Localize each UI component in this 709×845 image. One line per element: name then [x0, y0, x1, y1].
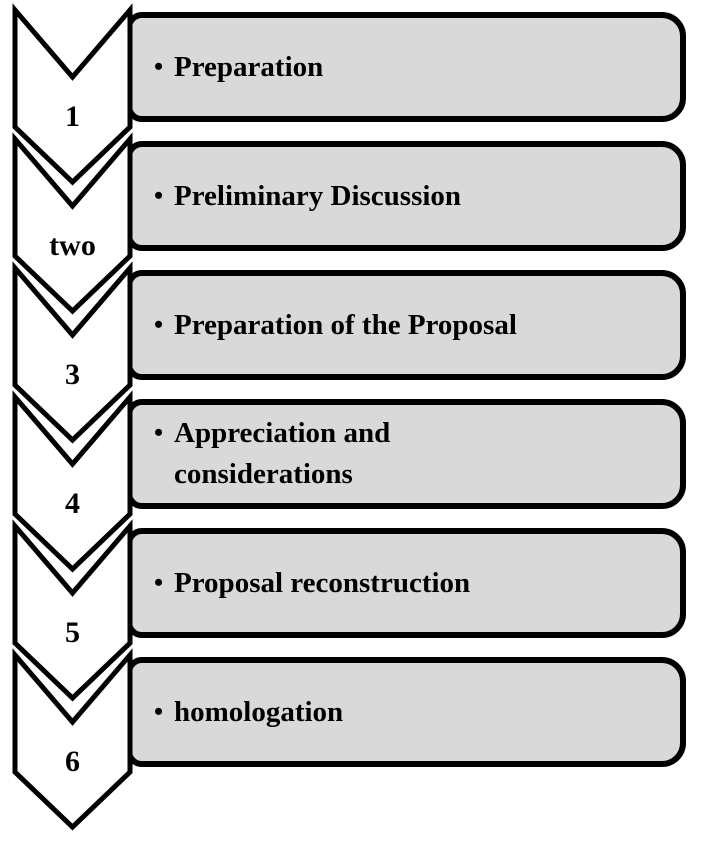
- chevron-arrow-shape: [12, 390, 133, 573]
- chevron-arrow-shape: [12, 132, 133, 315]
- step-number: 4: [65, 487, 80, 520]
- step-label: Preparation of the Proposal: [174, 308, 517, 341]
- step-box-appreciation-considerations: • Appreciation and considerations: [126, 399, 686, 509]
- step-label: homologation: [174, 695, 344, 728]
- step-box-preliminary-discussion: • Preliminary Discussion: [126, 141, 686, 251]
- step-number: 5: [65, 616, 80, 649]
- step-label: Preliminary Discussion: [174, 179, 462, 212]
- chevron-arrow-shape: [12, 3, 133, 186]
- step-box-proposal-reconstruction: • Proposal reconstruction: [126, 528, 686, 638]
- step-label: Appreciation and considerations: [174, 417, 391, 490]
- step-chevron-5: 5: [12, 519, 133, 702]
- step-number: 3: [65, 358, 80, 391]
- bullet-icon: •: [154, 180, 164, 210]
- step-box-homologation: • homologation: [126, 657, 686, 767]
- step-chevron-1: 1: [12, 3, 133, 186]
- step-box-preparation-of-proposal: • Preparation of the Proposal: [126, 270, 686, 380]
- step-chevron-4: 4: [12, 390, 133, 573]
- step-label: Preparation: [174, 50, 324, 83]
- bullet-icon: •: [154, 309, 164, 339]
- step-number: two: [49, 229, 96, 262]
- step-label: Proposal reconstruction: [174, 566, 471, 599]
- step-chevron-3: 3: [12, 261, 133, 444]
- chevron-arrow-shape: [12, 648, 133, 831]
- bullet-icon: •: [154, 418, 164, 448]
- step-chevron-6: 6: [12, 648, 133, 831]
- step-number: 1: [65, 100, 80, 133]
- bullet-icon: •: [154, 567, 164, 597]
- chevron-arrow-column: 1 two 3 4 5 6: [12, 3, 133, 831]
- chevron-arrow-shape: [12, 519, 133, 702]
- step-number: 6: [65, 745, 80, 778]
- bullet-icon: •: [154, 696, 164, 726]
- step-box-preparation: • Preparation: [126, 12, 686, 122]
- step-chevron-2: two: [12, 132, 133, 315]
- bullet-icon: •: [154, 51, 164, 81]
- chevron-arrow-shape: [12, 261, 133, 444]
